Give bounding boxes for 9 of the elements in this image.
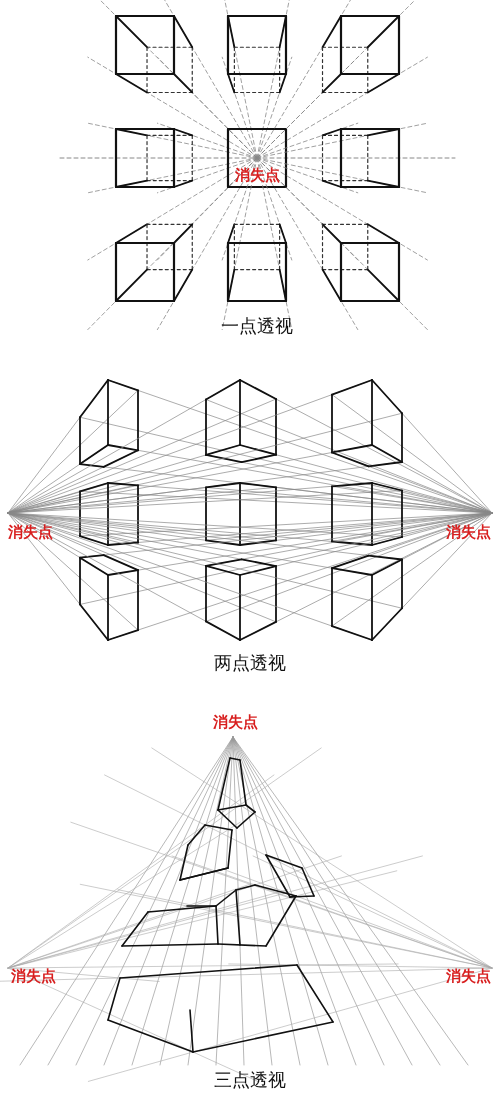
vanishing-point-label: 消失点 (10, 966, 56, 986)
vanishing-point-label: 消失点 (212, 712, 258, 732)
vanishing-point-label: 消失点 (7, 522, 53, 542)
vanishing-point-label: 消失点 (445, 522, 491, 542)
caption: 一点透视 (221, 314, 293, 338)
caption: 两点透视 (214, 651, 286, 675)
vanishing-point-label: 消失点 (445, 966, 491, 986)
caption: 三点透视 (214, 1068, 286, 1092)
vanishing-point-label: 消失点 (234, 165, 280, 185)
